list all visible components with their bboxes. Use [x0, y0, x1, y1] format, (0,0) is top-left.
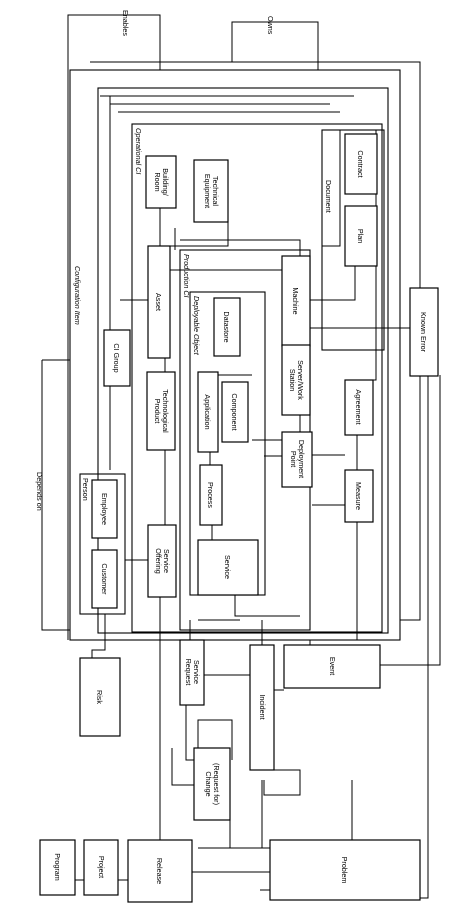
datastore-box: [213, 297, 241, 357]
risk-label: Risk: [95, 690, 104, 704]
ci-group-box: [103, 329, 131, 387]
enables-label: Enables: [121, 10, 130, 36]
problem-label: Problem: [340, 857, 349, 884]
customer-box: [91, 549, 118, 609]
svg-text:Technological: Technological: [161, 389, 170, 433]
service-request-label: Service Request: [184, 659, 201, 686]
measure-label: Measure: [354, 482, 363, 510]
contract-box: [344, 133, 378, 195]
service-box: [197, 539, 259, 596]
asset-label: Asset: [154, 293, 163, 311]
svg-text:Product: Product: [153, 399, 162, 424]
component-box: [221, 381, 249, 443]
svg-text:Equipment: Equipment: [203, 174, 212, 208]
known-error-box: [409, 287, 439, 377]
connector-lines: [41, 14, 441, 900]
machine-label: Machine: [291, 287, 300, 314]
measure-box: [344, 469, 374, 523]
depends-on-label: Depends on: [35, 472, 44, 511]
svg-text:Station: Station: [288, 369, 297, 391]
project-box: [83, 839, 119, 896]
application-box: [197, 371, 219, 453]
plan-label: Plan: [356, 229, 365, 243]
program-box: [39, 839, 76, 896]
entity-boxes: [39, 133, 439, 903]
service-offering-label: Service Offering: [154, 548, 171, 573]
release-box: [127, 839, 193, 903]
project-label: Project: [97, 856, 106, 878]
technical-equipment-label: Technical Equipment: [203, 174, 220, 208]
technological-product-box: [146, 371, 176, 451]
customer-label: Customer: [100, 563, 109, 595]
agreement-label: Agreement: [354, 389, 363, 424]
svg-text:Change: Change: [204, 771, 213, 796]
employee-label: Employee: [100, 493, 109, 525]
operational-ci-frame: [131, 123, 383, 633]
deployment-point-label: Deployment Point: [289, 440, 306, 478]
document-frame: [321, 129, 385, 351]
deployment-point-box: [281, 431, 313, 488]
person-label: Person: [81, 478, 90, 501]
known-error-label: Known Error: [419, 312, 428, 353]
svg-text:Room: Room: [153, 172, 162, 191]
building-room-box: [145, 155, 177, 209]
plan-box: [344, 205, 378, 267]
component-label: Component: [230, 393, 239, 430]
svg-text:Service: Service: [162, 549, 171, 573]
person-frame: [79, 473, 126, 615]
problem-box: [269, 839, 421, 901]
deployable-object-label: Deployable Object: [192, 296, 201, 356]
svg-text:Service: Service: [192, 660, 201, 684]
process-label: Process: [206, 482, 215, 508]
svg-text:Request: Request: [184, 659, 193, 686]
owns-label: Owns: [266, 16, 275, 35]
machine-box: [281, 255, 311, 347]
svg-text:Server/Work: Server/Work: [296, 360, 305, 400]
building-room-label: Building/ Room: [153, 168, 170, 196]
agreement-box: [344, 379, 374, 436]
server-work-station-box: [281, 344, 311, 416]
risk-box: [79, 657, 121, 737]
svg-text:Deployment: Deployment: [297, 440, 306, 478]
configuration-item-label: Configuration Item: [73, 266, 82, 325]
svg-text:Building/: Building/: [161, 168, 170, 196]
application-label: Application: [203, 394, 212, 429]
svg-text:(Request for): (Request for): [212, 763, 221, 805]
document-label: Document: [324, 180, 333, 213]
process-box: [199, 464, 223, 526]
production-ci-label: Production CI: [182, 254, 191, 298]
service-label: Service: [223, 555, 232, 579]
program-label: Program: [53, 853, 62, 881]
technological-product-label: Technological Product: [153, 389, 170, 433]
release-label: Release: [155, 858, 164, 884]
config-inner-frame: [97, 87, 389, 634]
incident-box: [249, 644, 275, 771]
svg-text:Point: Point: [289, 451, 298, 467]
request-for-change-box: [193, 747, 231, 821]
operational-ci-label: Operational CI: [134, 128, 143, 174]
technical-equipment-box: [193, 159, 229, 223]
service-offering-box: [147, 524, 177, 598]
contract-label: Contract: [356, 150, 365, 177]
event-label: Event: [328, 657, 337, 675]
ci-group-label: CI Group: [112, 343, 121, 372]
request-for-change-label: (Request for) Change: [204, 763, 221, 805]
incident-label: Incident: [258, 694, 267, 719]
configuration-item-frame: [69, 69, 401, 641]
event-box: [283, 644, 381, 689]
datastore-label: Datastore: [222, 311, 231, 342]
svg-text:Offering: Offering: [154, 548, 163, 573]
employee-box: [91, 479, 118, 539]
asset-box: [147, 245, 171, 359]
service-request-box: [179, 639, 205, 706]
server-work-station-label: Server/Work Station: [288, 360, 305, 400]
svg-text:Technical: Technical: [211, 176, 220, 206]
